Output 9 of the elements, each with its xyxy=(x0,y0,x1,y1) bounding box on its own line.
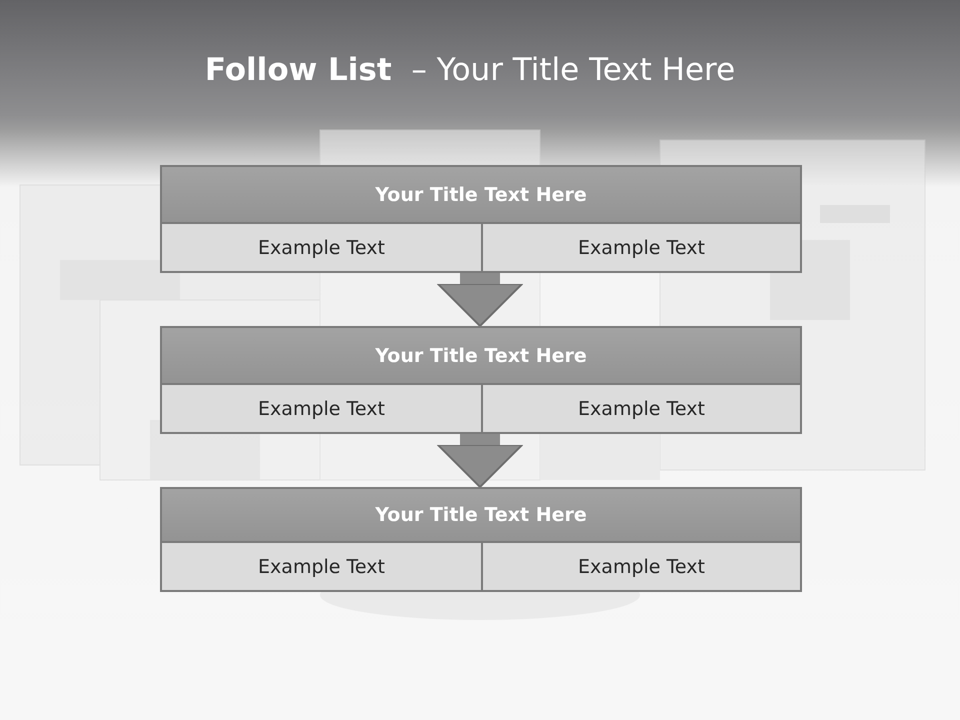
slide-title: Follow List – Your Title Text Here xyxy=(204,52,736,88)
title-bar: Your Title Text Here xyxy=(162,328,800,385)
down-arrow xyxy=(437,273,523,327)
down-arrow xyxy=(437,434,523,488)
list-box xyxy=(160,487,802,592)
list-box xyxy=(160,326,802,434)
list-box xyxy=(160,165,802,273)
title-bar: Your Title Text Here xyxy=(162,167,800,224)
title-bar: Your Title Text Here xyxy=(162,489,800,543)
